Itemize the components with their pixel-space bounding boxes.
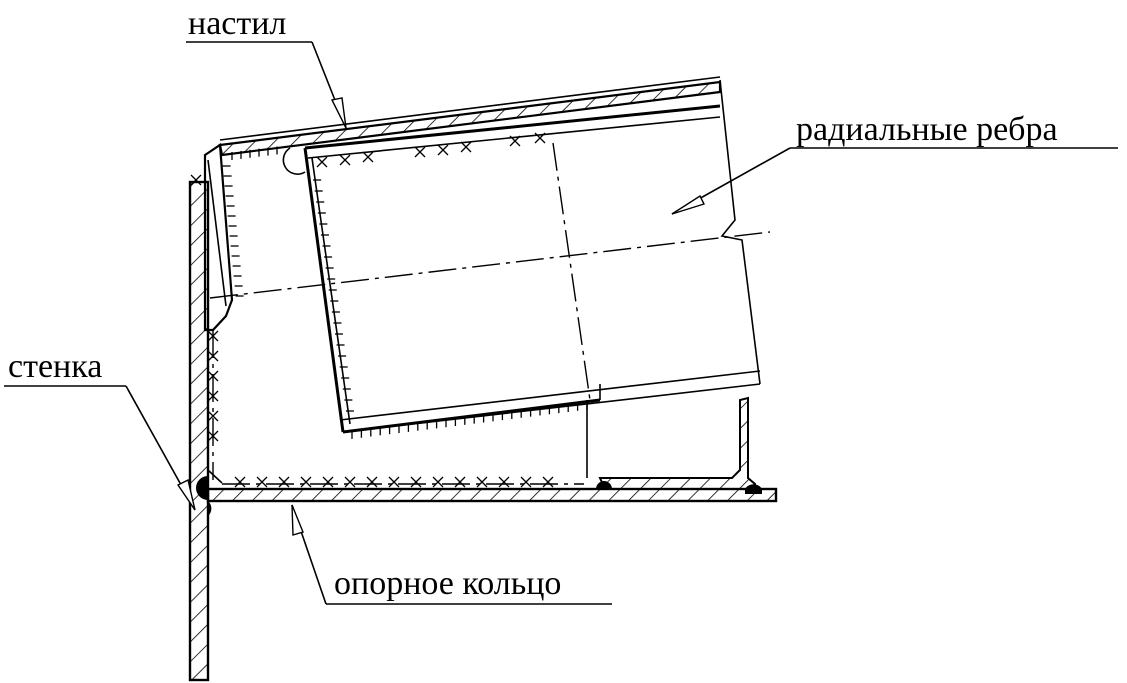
axis-lines — [209, 142, 771, 485]
weld-cross — [498, 476, 510, 488]
weld-cross — [509, 135, 521, 147]
weld-cross — [366, 476, 378, 488]
corner-stiffener — [203, 143, 306, 484]
label-deck: настил — [188, 5, 286, 42]
weld-cross — [388, 476, 400, 488]
leader-wall — [4, 385, 196, 511]
weld-cross — [300, 476, 312, 488]
weld-cross — [207, 370, 219, 382]
weld-cross — [207, 350, 219, 362]
weld-cross — [207, 410, 219, 422]
weld-cross — [190, 174, 202, 186]
leader-support-ring — [291, 504, 612, 605]
leader-deck — [186, 41, 347, 129]
weld-cross — [322, 476, 334, 488]
label-wall: стенка — [8, 348, 102, 385]
weld-cross — [344, 476, 356, 488]
weld-cross — [534, 132, 546, 144]
weld-cross — [476, 476, 488, 488]
support-ring-plate — [206, 487, 778, 503]
label-radial-ribs: радиальные ребра — [796, 111, 1058, 148]
weld-cross — [207, 430, 219, 442]
weld-cross — [339, 154, 351, 166]
weld-cross — [432, 476, 444, 488]
weld-cross — [454, 476, 466, 488]
weld-cross — [460, 141, 472, 153]
weld-cross — [414, 146, 426, 158]
weld-cross — [207, 330, 219, 342]
weld-cross — [437, 144, 449, 156]
weld-cross — [362, 151, 374, 163]
leader-radial-ribs — [671, 147, 1118, 215]
weld-cross — [256, 476, 268, 488]
weld-tick-symbols — [222, 146, 588, 439]
weld-cross — [234, 476, 246, 488]
weld-cross — [542, 476, 554, 488]
weld-cross — [520, 476, 532, 488]
label-support-ring: опорное кольцо — [334, 565, 561, 602]
weld-cross — [316, 156, 328, 168]
ring-angle — [598, 396, 756, 490]
weld-cross — [207, 390, 219, 402]
weld-cross-symbols — [190, 132, 554, 488]
weld-cross — [278, 476, 290, 488]
radial-rib — [303, 79, 761, 478]
weld-cross — [410, 476, 422, 488]
